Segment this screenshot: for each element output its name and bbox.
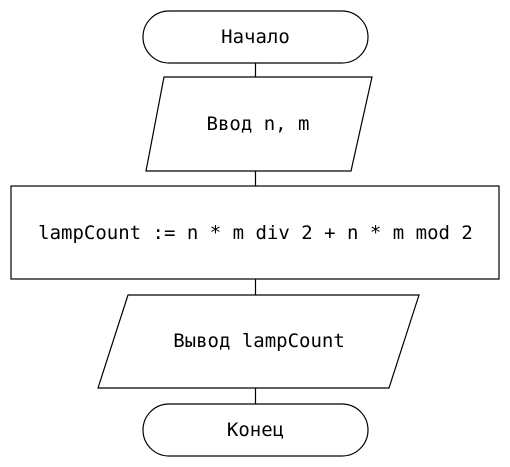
- start-terminal: Начало: [142, 10, 369, 64]
- output-block-shape: [97, 294, 420, 389]
- output-label: Вывод lampCount: [173, 330, 345, 352]
- end-label: Конец: [227, 419, 284, 441]
- end-terminal-shape: [142, 403, 369, 457]
- process-label: lampCount := n * m div 2 + n * m mod 2: [38, 222, 473, 244]
- end-terminal: Конец: [142, 403, 369, 457]
- input-block: Ввод n, m: [145, 76, 373, 172]
- process-block-shape: [10, 185, 500, 280]
- output-block: Вывод lampCount: [97, 294, 420, 389]
- input-label: Ввод n, m: [207, 113, 310, 135]
- process-block: lampCount := n * m div 2 + n * m mod 2: [10, 185, 500, 280]
- start-label: Начало: [221, 26, 290, 48]
- start-terminal-shape: [142, 10, 369, 64]
- input-block-shape: [145, 76, 373, 172]
